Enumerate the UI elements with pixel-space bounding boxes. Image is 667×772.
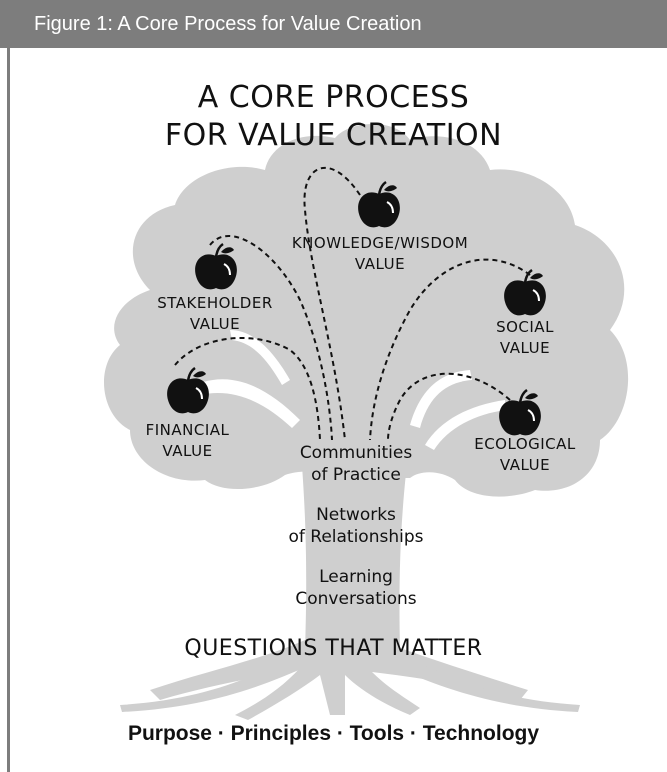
apple-icon <box>167 366 209 414</box>
branch-right <box>410 370 472 428</box>
branch-left <box>195 379 300 428</box>
tree-trunk <box>300 440 410 650</box>
apple-icon <box>499 388 541 436</box>
frame-border <box>7 48 10 772</box>
apple-icon <box>504 268 546 316</box>
value-label-knowledge: KNOWLEDGE/WISDOM VALUE <box>291 234 469 273</box>
value-label-stakeholder: STAKEHOLDER VALUE <box>157 294 273 333</box>
footer-principles: Purpose · Principles · Tools · Technolog… <box>127 722 540 745</box>
connector-stakeholder <box>209 235 333 441</box>
tree-root-left <box>120 650 310 712</box>
title-line-2: FOR VALUE CREATION <box>164 118 503 153</box>
branch-left-upper <box>230 330 290 385</box>
value-label-social: SOCIAL VALUE <box>496 318 554 357</box>
trunk-label-learning: Learning Conversations <box>295 567 417 609</box>
connector-ecological <box>387 372 511 441</box>
connector-knowledge <box>303 166 361 441</box>
trunk-label-communities: Communities of Practice <box>299 443 413 485</box>
apple-icon <box>195 242 237 290</box>
roots-label: QUESTIONS THAT MATTER <box>184 636 483 661</box>
trunk-label-networks: Networks of Relationships <box>288 505 424 547</box>
title-line-1: A CORE PROCESS <box>197 80 470 115</box>
connector-social <box>369 258 531 441</box>
value-label-ecological: ECOLOGICAL VALUE <box>474 435 576 474</box>
branch-right-lower <box>425 400 506 450</box>
tree-roots <box>150 640 528 720</box>
tree-root-right <box>390 650 580 712</box>
apple-icon <box>358 180 400 228</box>
value-label-financial: FINANCIAL VALUE <box>145 421 230 460</box>
figure-caption: Figure 1: A Core Process for Value Creat… <box>0 0 667 48</box>
